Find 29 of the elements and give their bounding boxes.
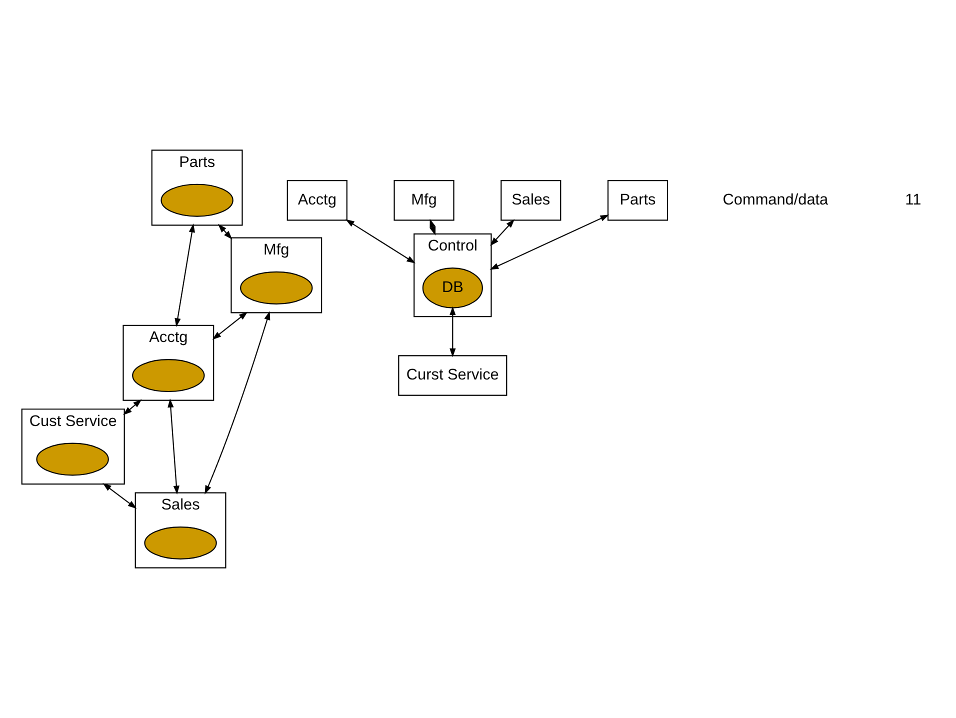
cluster: Cust Service <box>21 408 125 485</box>
arrow <box>102 483 137 509</box>
arrow <box>450 306 456 358</box>
node-ellipse <box>160 184 234 217</box>
arrow <box>212 312 248 340</box>
cluster: Sales <box>134 492 226 568</box>
label: 11 <box>905 191 922 208</box>
node-ellipse <box>132 359 205 392</box>
label: Command/data <box>722 191 828 208</box>
node-ellipse <box>240 271 313 304</box>
arrow <box>218 224 232 240</box>
arrow <box>174 224 195 328</box>
arrow <box>490 219 515 246</box>
node-box: Curst Service <box>398 355 508 396</box>
arrow <box>168 398 180 495</box>
node-ellipse <box>36 442 109 476</box>
cluster: Mfg <box>230 237 322 314</box>
node-box: Acctg <box>286 180 348 221</box>
node-ellipse <box>144 526 217 560</box>
cluster: Acctg <box>122 324 214 401</box>
arrow <box>345 219 416 264</box>
arrow <box>204 311 270 494</box>
node-ellipse: DB <box>422 268 483 308</box>
arrow <box>123 399 142 416</box>
node-box: Sales <box>500 180 562 221</box>
node-box: Mfg <box>394 180 454 221</box>
node-box: Parts <box>607 180 668 221</box>
arrow <box>490 214 610 270</box>
cluster: Parts <box>151 150 243 226</box>
